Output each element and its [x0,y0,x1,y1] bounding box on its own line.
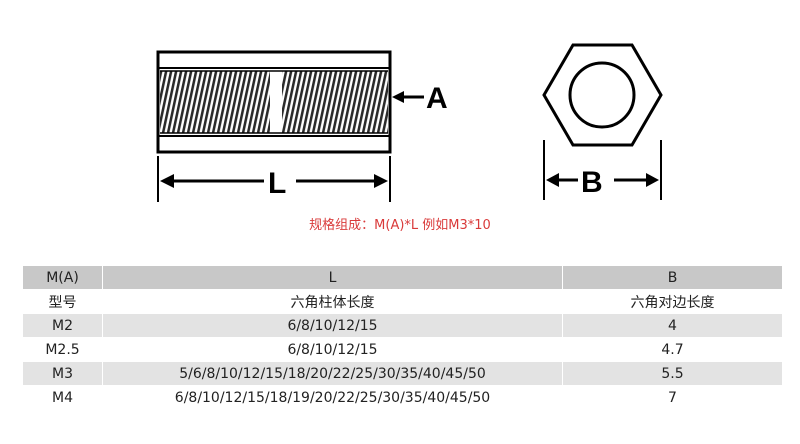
hex-end-view [542,43,663,147]
label-l: L [268,167,286,200]
spec-table: M(A) L B 型号 六角柱体长度 六角对边长度 M2 6/8/10/12/1… [22,265,783,410]
table-cell: 5/6/8/10/12/15/18/20/22/25/30/35/40/45/5… [102,361,563,386]
table-cell: 5.5 [562,361,783,386]
dimension-b: B [543,140,662,200]
table-cell: 型号 [22,289,103,314]
table-cell: M3 [22,361,103,386]
header-cell-b: B [562,265,783,290]
table-header-row: M(A) L B [22,265,783,290]
internal-thread [160,70,388,134]
standoff-diagram: A L B [156,43,663,202]
table-cell: 4.7 [562,337,783,362]
table-row: M2 6/8/10/12/15 4 [22,313,783,338]
table-cell: 6/8/10/12/15/18/19/20/22/25/30/35/40/45/… [102,385,563,410]
table-row: 型号 六角柱体长度 六角对边长度 [22,289,783,314]
standoff-side-view [156,50,392,154]
table-cell: 4 [562,313,783,338]
label-b: B [581,166,603,199]
table-row: M3 5/6/8/10/12/15/18/20/22/25/30/35/40/4… [22,361,783,386]
table-row: M4 6/8/10/12/15/18/19/20/22/25/30/35/40/… [22,385,783,410]
table-cell: 6/8/10/12/15 [102,337,563,362]
dimension-l: L [157,156,391,202]
table-cell: M2.5 [22,337,103,362]
table-cell: M4 [22,385,103,410]
table-cell: M2 [22,313,103,338]
spec-format-caption: 规格组成：M(A)*L 例如M3*10 [309,218,491,233]
table-cell: 六角柱体长度 [102,289,563,314]
table-cell: 7 [562,385,783,410]
table-cell: 六角对边长度 [562,289,783,314]
label-a: A [426,82,448,115]
dimension-a: A [392,82,448,115]
header-cell-l: L [102,265,563,290]
table-row: M2.5 6/8/10/12/15 4.7 [22,337,783,362]
table-cell: 6/8/10/12/15 [102,313,563,338]
header-cell-m: M(A) [22,265,103,290]
